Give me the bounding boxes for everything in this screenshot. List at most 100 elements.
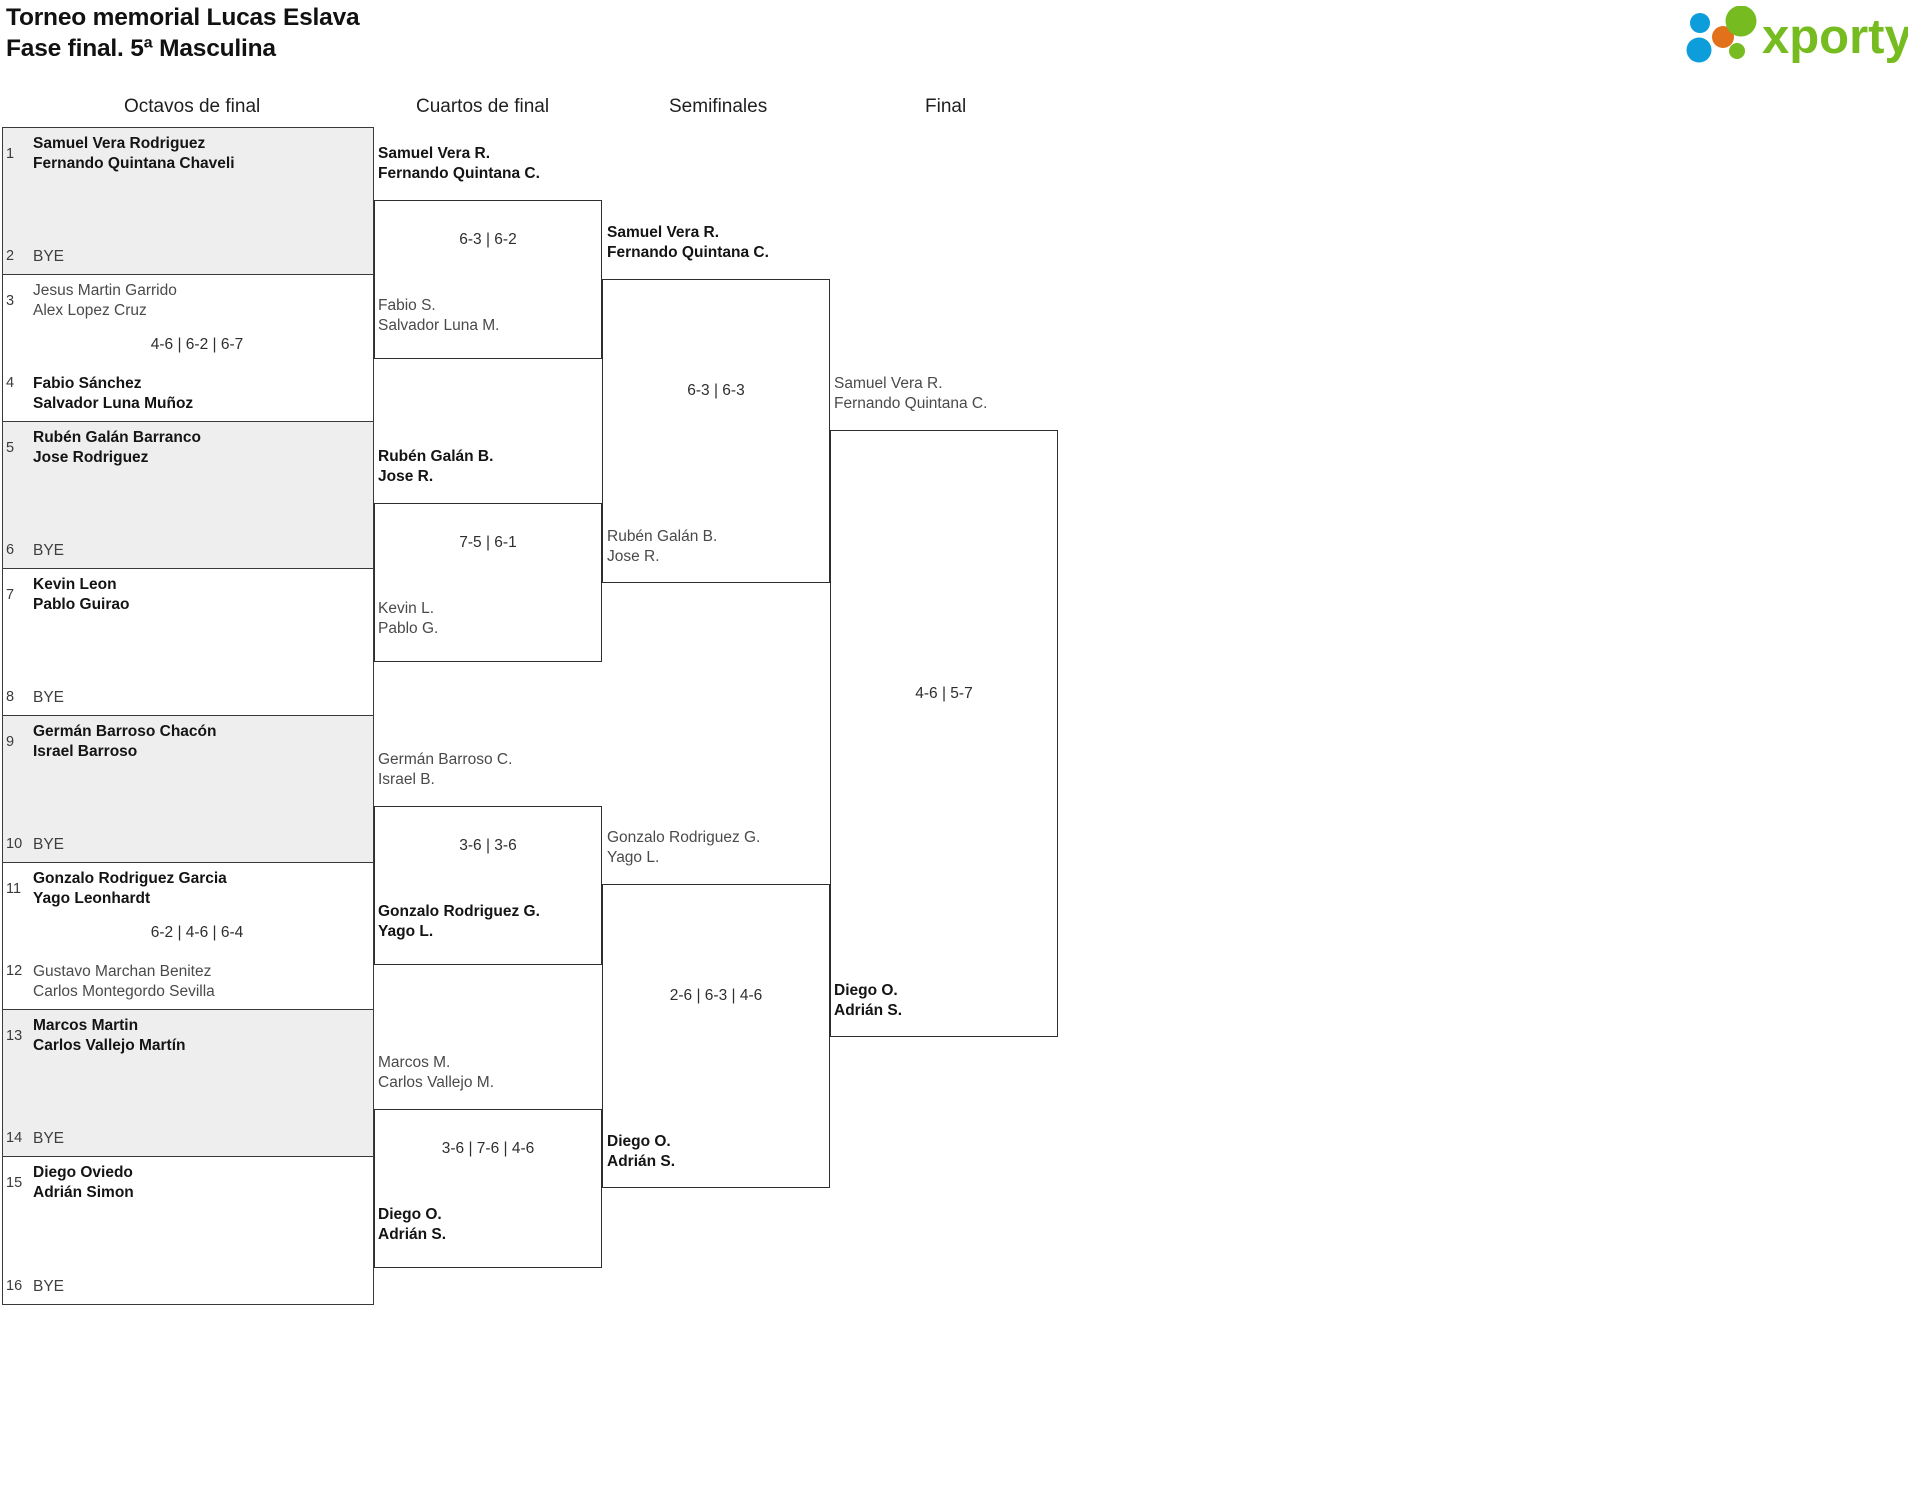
tournament-title: Torneo memorial Lucas Eslava Fase final.… xyxy=(6,2,360,64)
r1-m4-top-names: Kevin Leon Pablo Guirao xyxy=(33,575,373,614)
player-name: Yago Leonhardt xyxy=(33,889,151,907)
r1-m1-bottom-slot[interactable]: 2 BYE xyxy=(3,247,373,267)
player-name: Samuel Vera R. xyxy=(378,145,491,162)
r2-m1-top-entry[interactable]: Samuel Vera R. Fernando Quintana C. xyxy=(378,144,540,183)
r2-m2-top-entry[interactable]: Rubén Galán B. Jose R. xyxy=(378,447,493,486)
r1-m6-top-names: Gonzalo Rodriguez Garcia Yago Leonhardt xyxy=(33,869,373,908)
player-name: Israel Barroso xyxy=(33,742,138,760)
title-line-2: Fase final. 5ª Masculina xyxy=(6,35,276,62)
player-name: Samuel Vera R. xyxy=(607,224,720,241)
round1-column: 1 Samuel Vera Rodriguez Fernando Quintan… xyxy=(2,127,374,1305)
r1-m4-bottom-slot[interactable]: 8 BYE xyxy=(3,688,373,708)
player-name: Samuel Vera Rodriguez xyxy=(33,135,206,152)
logo-dot-blue-top xyxy=(1690,13,1710,33)
r1-m2-top-slot[interactable]: 3 Jesus Martin Garrido Alex Lopez Cruz xyxy=(3,281,373,320)
r2-m3-top-entry[interactable]: Germán Barroso C. Israel B. xyxy=(378,750,512,789)
r2-connector-box-2 xyxy=(374,503,602,662)
r3-m2-bottom-entry[interactable]: Diego O. Adrián S. xyxy=(607,1132,675,1171)
final-bottom-entry[interactable]: Diego O. Adrián S. xyxy=(834,981,902,1020)
player-name: Diego O. xyxy=(378,1206,442,1223)
r1-match-3[interactable]: 5 Rubén Galán Barranco Jose Rodriguez 6 … xyxy=(3,422,373,569)
r1-m5-top-names: Germán Barroso Chacón Israel Barroso xyxy=(33,722,373,761)
seed-number: 8 xyxy=(6,688,15,705)
r1-m6-top-slot[interactable]: 11 Gonzalo Rodriguez Garcia Yago Leonhar… xyxy=(3,869,373,908)
round-header-cuartos: Cuartos de final xyxy=(416,96,550,117)
player-name: Rubén Galán B. xyxy=(378,448,494,465)
player-name: Diego O. xyxy=(834,982,898,999)
player-name: Fernando Quintana C. xyxy=(607,243,769,261)
seed-number: 6 xyxy=(6,541,15,558)
seed-number: 1 xyxy=(6,146,15,162)
bye-label: BYE xyxy=(33,1277,65,1295)
player-name: Salvador Luna M. xyxy=(378,316,500,334)
r1-m6-bottom-slot[interactable]: 12 Gustavo Marchan Benitez Carlos Monteg… xyxy=(3,962,373,1001)
bye-label: BYE xyxy=(33,1129,65,1147)
r1-m8-bottom-slot[interactable]: 16 BYE xyxy=(3,1277,373,1297)
r1-match-2[interactable]: 3 Jesus Martin Garrido Alex Lopez Cruz 4… xyxy=(3,275,373,422)
r1-m4-top-slot[interactable]: 7 Kevin Leon Pablo Guirao xyxy=(3,575,373,614)
r1-m5-top-slot[interactable]: 9 Germán Barroso Chacón Israel Barroso xyxy=(3,722,373,761)
title-line-1: Torneo memorial Lucas Eslava xyxy=(6,4,360,31)
player-name: Kevin L. xyxy=(378,600,435,617)
seed-number: 9 xyxy=(6,734,15,750)
r3-m1-score: 6-3 | 6-3 xyxy=(687,382,745,399)
r1-match-7[interactable]: 13 Marcos Martin Carlos Vallejo Martín 1… xyxy=(3,1010,373,1157)
player-name: Fernando Quintana C. xyxy=(834,394,988,412)
r1-m2-bottom-slot[interactable]: 4 Fabio Sánchez Salvador Luna Muñoz xyxy=(3,374,373,413)
r1-match-1[interactable]: 1 Samuel Vera Rodriguez Fernando Quintan… xyxy=(3,128,373,275)
player-name: Kevin Leon xyxy=(33,576,117,593)
bye-label: BYE xyxy=(33,835,65,853)
r1-m7-bottom-slot[interactable]: 14 BYE xyxy=(3,1129,373,1149)
player-name: Rubén Galán Barranco xyxy=(33,429,201,446)
r1-match-4[interactable]: 7 Kevin Leon Pablo Guirao 8 BYE xyxy=(3,569,373,716)
player-name: Yago L. xyxy=(607,848,660,866)
r1-m3-top-names: Rubén Galán Barranco Jose Rodriguez xyxy=(33,428,373,467)
r2-connector-box-3 xyxy=(374,806,602,965)
player-name: Yago L. xyxy=(378,922,434,940)
r2-connector-box-1 xyxy=(374,200,602,359)
r1-m1-top-slot[interactable]: 1 Samuel Vera Rodriguez Fernando Quintan… xyxy=(3,134,373,173)
r1-match-6[interactable]: 11 Gonzalo Rodriguez Garcia Yago Leonhar… xyxy=(3,863,373,1010)
player-name: Adrián S. xyxy=(607,1152,676,1170)
r2-m2-bottom-entry[interactable]: Kevin L. Pablo G. xyxy=(378,599,438,638)
player-name: Pablo G. xyxy=(378,619,439,637)
logo-wordmark: xporty xyxy=(1762,10,1908,64)
r2-m2-score: 7-5 | 6-1 xyxy=(459,534,517,551)
player-name: Germán Barroso Chacón xyxy=(33,723,217,740)
r2-m4-bottom-entry[interactable]: Diego O. Adrián S. xyxy=(378,1205,446,1244)
r3-connector-box-2 xyxy=(602,884,830,1188)
seed-number: 12 xyxy=(6,963,23,979)
r1-match-5[interactable]: 9 Germán Barroso Chacón Israel Barroso 1… xyxy=(3,716,373,863)
r1-m7-top-slot[interactable]: 13 Marcos Martin Carlos Vallejo Martín xyxy=(3,1016,373,1055)
bye-label: BYE xyxy=(33,688,65,706)
player-name: Gonzalo Rodriguez Garcia xyxy=(33,870,227,887)
r3-m2-score: 2-6 | 6-3 | 4-6 xyxy=(669,987,763,1004)
player-name: Carlos Vallejo Martín xyxy=(33,1036,186,1054)
r2-m4-score: 3-6 | 7-6 | 4-6 xyxy=(441,1140,535,1157)
r2-m1-bottom-entry[interactable]: Fabio S. Salvador Luna M. xyxy=(378,296,500,335)
r3-m1-top-entry[interactable]: Samuel Vera R. Fernando Quintana C. xyxy=(607,223,769,262)
r2-m1-score: 6-3 | 6-2 xyxy=(459,231,517,248)
player-name: Gonzalo Rodriguez G. xyxy=(378,903,540,920)
r1-m2-score: 4-6 | 6-2 | 6-7 xyxy=(150,336,244,353)
player-name: Adrián S. xyxy=(834,1001,903,1019)
r2-m3-bottom-entry[interactable]: Gonzalo Rodriguez G. Yago L. xyxy=(378,902,540,941)
r3-m1-bottom-entry[interactable]: Rubén Galán B. Jose R. xyxy=(607,527,717,566)
player-name: Samuel Vera R. xyxy=(834,375,943,392)
r1-m5-bottom-slot[interactable]: 10 BYE xyxy=(3,835,373,855)
r1-m3-top-slot[interactable]: 5 Rubén Galán Barranco Jose Rodriguez xyxy=(3,428,373,467)
xporty-logo[interactable]: xporty xyxy=(1676,6,1908,64)
logo-dot-orange xyxy=(1712,26,1734,48)
r2-m4-top-entry[interactable]: Marcos M. Carlos Vallejo M. xyxy=(378,1053,494,1092)
seed-number: 2 xyxy=(6,247,15,264)
r1-m3-bottom-slot[interactable]: 6 BYE xyxy=(3,541,373,561)
player-name: Alex Lopez Cruz xyxy=(33,301,147,319)
player-name: Jose Rodriguez xyxy=(33,448,149,466)
r1-m6-bottom-names: Gustavo Marchan Benitez Carlos Montegord… xyxy=(33,962,373,1001)
final-top-entry[interactable]: Samuel Vera R. Fernando Quintana C. xyxy=(834,374,987,413)
r3-m2-top-entry[interactable]: Gonzalo Rodriguez G. Yago L. xyxy=(607,828,760,867)
r1-m8-top-slot[interactable]: 15 Diego Oviedo Adrián Simon xyxy=(3,1163,373,1202)
r1-match-8[interactable]: 15 Diego Oviedo Adrián Simon 16 BYE xyxy=(3,1157,373,1304)
seed-number: 14 xyxy=(6,1129,23,1146)
